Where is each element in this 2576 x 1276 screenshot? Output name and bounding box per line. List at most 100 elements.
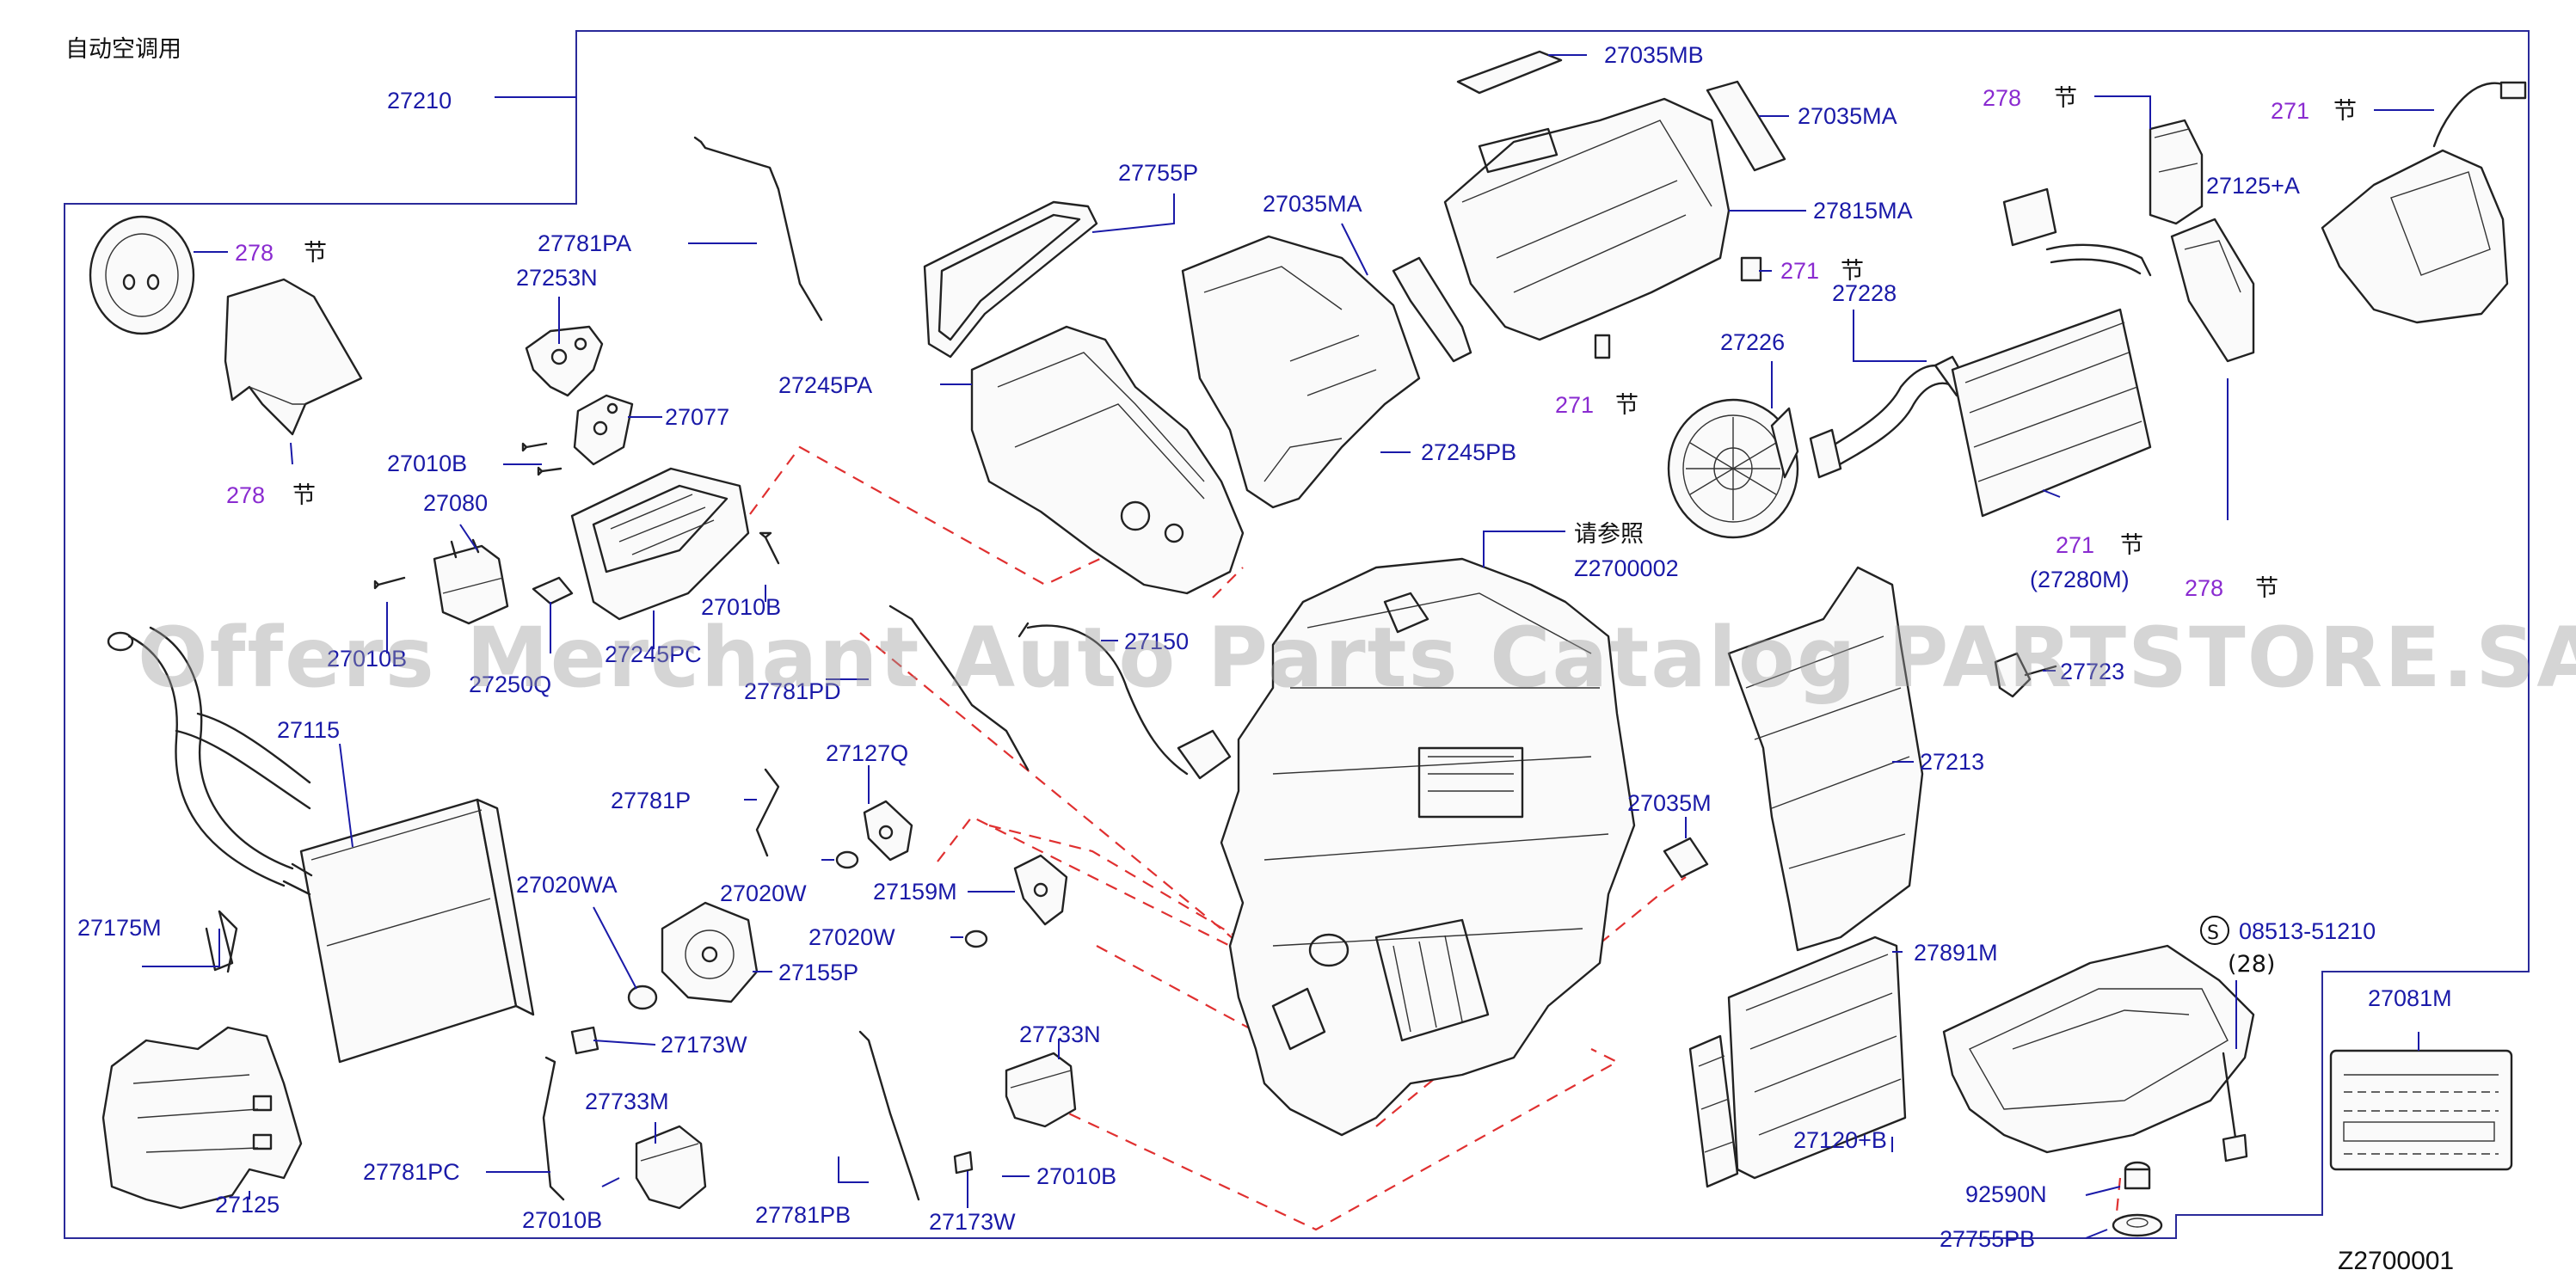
label-node-d: 节 xyxy=(1615,392,1638,419)
label-27035mb: 27035MB xyxy=(1604,42,1704,68)
washers-27020w xyxy=(835,850,988,948)
label-278-c: 278 xyxy=(1983,85,2021,111)
label-27035m: 27035M xyxy=(1627,790,1712,816)
control-rod-pd xyxy=(888,604,1030,771)
grommets xyxy=(2112,1161,2163,1237)
blower-motor xyxy=(1667,398,1799,539)
label-node-c: 节 xyxy=(1841,258,1864,285)
control-rod-p xyxy=(755,768,780,857)
label-27120b: 27120+B xyxy=(1793,1127,1887,1153)
label-27125a: 27125+A xyxy=(2206,173,2300,199)
label-27010b-b: 27010B xyxy=(701,594,781,620)
label-27077: 27077 xyxy=(665,404,729,430)
label-27250q: 27250Q xyxy=(469,672,551,697)
upper-case-27245pa xyxy=(970,325,1245,595)
actuator-27733m xyxy=(635,1125,707,1210)
label-27755p: 27755P xyxy=(1118,160,1198,186)
screws-27010b xyxy=(373,442,780,590)
label-node-h: 节 xyxy=(2255,575,2278,602)
drain-pan xyxy=(1942,944,2255,1154)
label-27020w-b: 27020W xyxy=(808,924,895,950)
label-27815ma: 27815MA xyxy=(1813,198,1913,224)
harness-27228 xyxy=(1809,355,1971,479)
bracket-278 xyxy=(2170,218,2255,363)
filter-27120b xyxy=(1688,1034,1739,1188)
foot-case-27245pc xyxy=(570,467,750,621)
label-271-b: 271 xyxy=(1555,392,1594,418)
label-27781pa: 27781PA xyxy=(538,230,631,256)
part-labels: 27210 278 节 278 节 27781PA 27253N 27077 2… xyxy=(77,42,2452,1252)
label-27175m: 27175M xyxy=(77,915,162,941)
heater-duct xyxy=(101,1026,303,1210)
label-27010b-e: 27010B xyxy=(522,1207,602,1233)
label-27035ma-a: 27035MA xyxy=(1263,191,1362,217)
catalog-caption: 自动空调用 xyxy=(65,36,181,63)
label-92590n: 92590N xyxy=(1965,1181,2047,1207)
duct-27125a xyxy=(2321,81,2527,324)
control-rod-pb xyxy=(858,1030,920,1201)
label-271-d: 271 xyxy=(2056,532,2094,558)
label-27781pd: 27781PD xyxy=(744,678,841,704)
label-278-d: 278 xyxy=(2185,575,2223,601)
side-panel-27213 xyxy=(1727,566,1924,952)
leader-lines xyxy=(142,54,2434,1239)
label-node-e: 节 xyxy=(2054,85,2077,112)
label-27891m: 27891M xyxy=(1914,940,1998,966)
lever-27127q xyxy=(863,800,913,862)
bracket-278-top xyxy=(2149,119,2204,225)
main-hvac-unit xyxy=(1220,557,1636,1137)
seal-27035mb xyxy=(1456,50,1563,95)
label-27733n: 27733N xyxy=(1019,1021,1101,1047)
watermark-text: Offers Merchant Auto Parts Catalog PARTS… xyxy=(138,610,2576,706)
label-27733m: 27733M xyxy=(585,1089,669,1114)
control-rod-pc xyxy=(542,1056,565,1201)
label-27226: 27226 xyxy=(1720,329,1785,355)
service-mark: S xyxy=(2207,923,2219,944)
label-27080: 27080 xyxy=(423,490,488,516)
disc-27020wa xyxy=(627,985,658,1010)
insulator-pad xyxy=(224,278,363,436)
label-27280m: (27280M) xyxy=(2030,567,2130,592)
actuator-27733n xyxy=(1005,1052,1077,1128)
label-27173w-a: 27173W xyxy=(661,1032,747,1058)
diagram-frame xyxy=(64,30,2530,1239)
reference-text: 请参照 xyxy=(1574,521,1644,548)
label-27115: 27115 xyxy=(277,717,340,743)
label-node-g: 节 xyxy=(2120,532,2143,559)
label-271-a: 271 xyxy=(1780,258,1819,284)
label-271-c: 271 xyxy=(2271,98,2309,124)
clip-27175m xyxy=(218,910,238,973)
label-27150: 27150 xyxy=(1124,629,1189,654)
label-278-a: 278 xyxy=(235,240,274,266)
bolt-08513 xyxy=(2222,1052,2248,1163)
label-27010b-a: 27010B xyxy=(387,451,467,476)
lever-link xyxy=(525,325,604,397)
filter-frame-27755p xyxy=(923,200,1098,359)
clamps-27173w xyxy=(570,1026,974,1175)
control-rod-pa xyxy=(693,136,823,322)
label-27155p: 27155P xyxy=(778,960,858,985)
label-27010b-d: 27010B xyxy=(1036,1163,1116,1189)
label-node-f: 节 xyxy=(2333,98,2357,125)
seal-27035ma-right xyxy=(1706,80,1786,172)
label-08513: 08513-51210 xyxy=(2239,918,2376,944)
label-27010b-c: 27010B xyxy=(327,646,407,672)
label-27213: 27213 xyxy=(1920,749,1984,775)
label-27228: 27228 xyxy=(1832,280,1897,306)
label-27159m: 27159M xyxy=(873,879,957,905)
label-27781pb: 27781PB xyxy=(755,1202,851,1228)
label-node-a: 节 xyxy=(304,240,327,267)
heater-core xyxy=(107,626,535,1064)
label-27035ma-b: 27035MA xyxy=(1798,103,1897,129)
label-27755pb: 27755PB xyxy=(1940,1226,2035,1252)
label-27020w-a: 27020W xyxy=(720,880,807,906)
blower-cover-disc xyxy=(89,215,195,335)
service-mark-circle xyxy=(2200,916,2229,945)
label-plate-27081m xyxy=(2329,1049,2513,1171)
evaporator-core xyxy=(1951,187,2152,518)
seal-27035ma-left xyxy=(1392,256,1472,363)
label-27127q: 27127Q xyxy=(826,740,908,766)
intake-unit-27815ma xyxy=(1443,97,1731,341)
label-node-b: 节 xyxy=(292,482,316,509)
